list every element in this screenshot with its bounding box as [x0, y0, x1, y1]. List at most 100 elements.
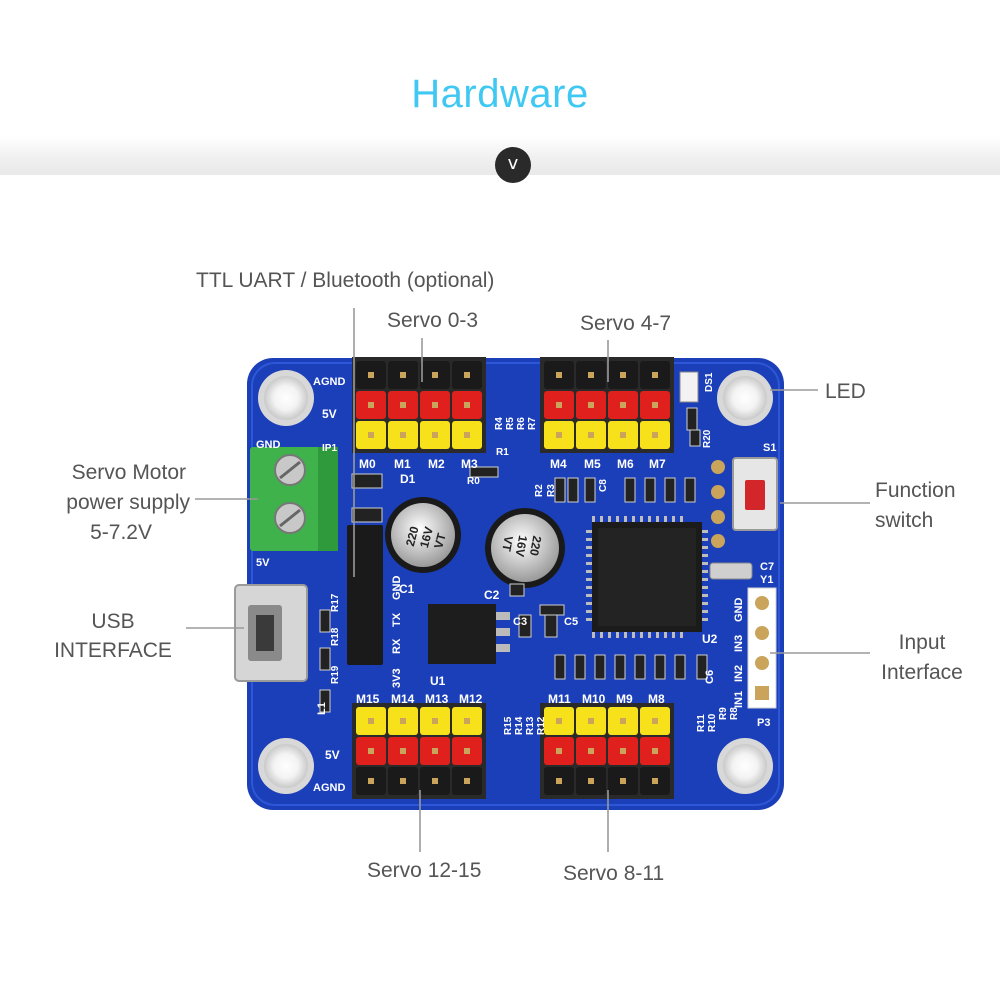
servo-header-4-7-pin-tip: [588, 432, 594, 438]
chip-pin: [586, 546, 592, 549]
servo-header-12-15-pin-tip: [464, 778, 470, 784]
smd-component: [319, 609, 331, 633]
chip-pin: [702, 594, 708, 597]
chip-pin: [680, 632, 683, 638]
silk-m4: M4: [550, 457, 567, 471]
function-switch[interactable]: [732, 457, 778, 531]
chip-pin: [616, 516, 619, 522]
through-hole-pads: [711, 460, 725, 548]
silk-r11: R11: [696, 714, 707, 732]
servo-header-4-7-pin-tip: [652, 432, 658, 438]
servo-header-8-11: [540, 703, 674, 799]
smd-component: [674, 654, 686, 680]
smd-component: [686, 407, 698, 431]
cap1-value: 220: [403, 524, 422, 547]
chip-pin: [586, 602, 592, 605]
smd-component: [319, 647, 331, 671]
servo-header-0-3-pin-tip: [368, 432, 374, 438]
silk-m8: M8: [648, 692, 665, 706]
silk-in-gnd: GND: [733, 598, 745, 623]
silk-m0: M0: [359, 457, 376, 471]
chip-pin: [608, 516, 611, 522]
chip-pin: [616, 632, 619, 638]
chip-pin: [632, 516, 635, 522]
mounting-holes: [258, 370, 773, 794]
chip-pin: [624, 632, 627, 638]
servo-header-4-7-pin-tip: [588, 402, 594, 408]
chip-pin: [586, 594, 592, 597]
chip-pin: [702, 570, 708, 573]
servo-header-0-3-pin-tip: [464, 372, 470, 378]
smd-component: [574, 654, 586, 680]
smd-component: [584, 477, 596, 503]
chip-pin: [702, 530, 708, 533]
chip-pin: [592, 632, 595, 638]
silk-r0: R0: [467, 476, 480, 487]
smd-component: [469, 466, 499, 478]
chip-pin: [608, 632, 611, 638]
silk-r17: R17: [330, 593, 341, 612]
servo-header-4-7-pin-tip: [620, 372, 626, 378]
silk-s1: S1: [763, 442, 776, 454]
label-ttl-uart: TTL UART / Bluetooth (optional): [196, 269, 495, 292]
servo-header-0-3-pin-tip: [432, 372, 438, 378]
servo-header-4-7-pin-tip: [652, 402, 658, 408]
servo-header-0-3-pin-tip: [464, 432, 470, 438]
servo-header-8-11-pin-tip: [620, 748, 626, 754]
servo-header-12-15-pin-tip: [432, 778, 438, 784]
servo-header-0-3: [352, 357, 486, 453]
smd-component: [509, 583, 525, 597]
silk-r2: R2: [534, 484, 545, 497]
smd-component: [539, 604, 565, 616]
servo-header-4-7: [540, 357, 674, 453]
chip-pin: [702, 554, 708, 557]
silk-5v-top: 5V: [322, 407, 337, 421]
servo-header-8-11-pin-tip: [556, 718, 562, 724]
servo-header-0-3-pin-tip: [368, 372, 374, 378]
chevron-down-icon[interactable]: v: [495, 147, 531, 183]
servo-header-12-15-pin-tip: [432, 748, 438, 754]
silk-r15: R15: [503, 716, 514, 735]
smd-component: [518, 614, 532, 638]
servo-header-4-7-pin-tip: [556, 372, 562, 378]
silk-r3: R3: [546, 484, 557, 497]
chip-pin: [664, 632, 667, 638]
cap2-brand: VT: [499, 535, 516, 553]
voltage-regulator: [428, 604, 510, 664]
silk-uart-gnd: GND: [391, 576, 403, 601]
smd-component: [554, 654, 566, 680]
smd-component: [664, 477, 676, 503]
chip-pin: [656, 632, 659, 638]
silk-m11: M11: [548, 692, 571, 706]
chip-pin: [586, 610, 592, 613]
silk-c7: C7: [760, 561, 774, 573]
servo-header-8-11-pin-tip: [588, 718, 594, 724]
servo-header-0-3-pin-tip: [400, 432, 406, 438]
smd-parts: [319, 407, 708, 713]
silk-r18: R18: [330, 627, 341, 646]
servo-header-0-3-pin-tip: [464, 402, 470, 408]
input-interface-pins: [747, 587, 777, 709]
silk-ip1: IP1: [322, 443, 337, 454]
silk-r7: R7: [527, 417, 538, 430]
smd-component: [351, 473, 383, 489]
silk-c5: C5: [564, 616, 578, 628]
chip-pin: [586, 570, 592, 573]
silk-m5: M5: [584, 457, 601, 471]
servo-header-12-15-pin-tip: [464, 748, 470, 754]
silk-c2: C2: [484, 588, 500, 602]
chip-pin: [586, 554, 592, 557]
silk-r4: R4: [494, 417, 505, 430]
crystal: [709, 562, 753, 580]
chip-pin: [648, 632, 651, 638]
chip-pin: [702, 586, 708, 589]
silk-c8: C8: [598, 479, 609, 492]
silk-r14: R14: [514, 716, 525, 735]
silk-m1: M1: [394, 457, 411, 471]
silk-y1: Y1: [760, 574, 773, 586]
chip-pin: [592, 516, 595, 522]
smd-component: [351, 507, 383, 523]
silk-m15: M15: [356, 692, 380, 706]
smd-component: [634, 654, 646, 680]
servo-header-4-7-pin-tip: [588, 372, 594, 378]
